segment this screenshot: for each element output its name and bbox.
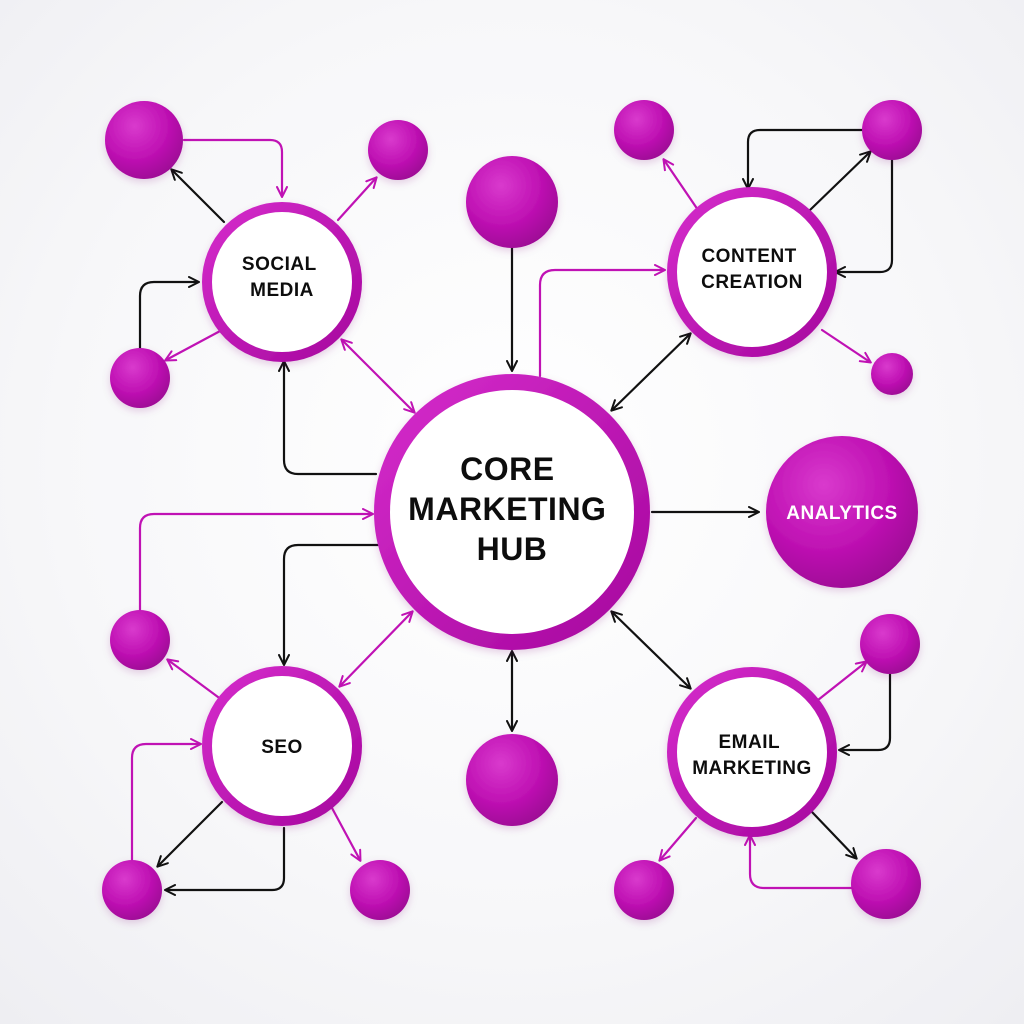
email-marketing-label-line2: MARKETING [692, 758, 812, 779]
svg-text:ANALYTICS: ANALYTICS [786, 503, 897, 524]
connector-content-to-topright [808, 150, 872, 212]
dot-email-bottomright [851, 849, 921, 919]
dot-email-topright [860, 614, 920, 674]
dot-content-small [871, 353, 913, 395]
connector-hub-seo-bidir [338, 610, 414, 688]
dot-seo-bottomleft [102, 860, 162, 920]
node-analytics: ANALYTICS [766, 436, 918, 588]
node-email-marketing: EMAIL MARKETING [667, 667, 837, 837]
social-media-label-line2: MEDIA [250, 280, 314, 301]
dot-hub-top [466, 156, 558, 248]
node-seo: SEO [202, 666, 362, 826]
svg-text:CORE MARKETING HUB: CORE MARKETING HUB [408, 451, 616, 567]
dot-social-bottomleft [110, 348, 170, 408]
connector-hub-to-social [278, 360, 378, 476]
connector-hub-email-bidir [610, 610, 692, 690]
hub-label-line3: HUB [477, 531, 548, 567]
svg-text:EMAIL MARKETING: EMAIL MARKETING [692, 732, 812, 779]
seo-label: SEO [261, 737, 303, 758]
connector-hub-content-bidir [610, 332, 692, 412]
email-marketing-label-line1: EMAIL [718, 732, 780, 753]
svg-text:CONTENT CREATION: CONTENT CREATION [701, 246, 803, 293]
connector-bottomright-to-email [744, 834, 854, 890]
connector-social-to-bottomleft [164, 328, 224, 362]
connector-small-dot-to-social [138, 276, 200, 352]
connector-social-to-topright [336, 176, 378, 222]
hub-label-line1: CORE [460, 451, 554, 487]
connector-content-to-small [820, 328, 872, 364]
connector-content-to-topleft [662, 158, 700, 212]
content-creation-label-line1: CONTENT [701, 246, 796, 267]
connector-email-to-bottomleft [658, 816, 698, 862]
connector-seo-loop-bottom [164, 826, 286, 896]
connector-social-to-topleft [170, 168, 226, 224]
dot-email-bottomleft [614, 860, 674, 920]
svg-text:SOCIAL MEDIA: SOCIAL MEDIA [242, 254, 322, 301]
dot-social-topright [368, 120, 428, 180]
connector-email-to-bottomright [810, 810, 858, 860]
dot-hub-bottom [466, 734, 558, 826]
connector-topright-loop [834, 158, 894, 278]
dot-social-topleft [105, 101, 183, 179]
connector-email-to-topright [816, 660, 868, 702]
dot-seo-left [110, 610, 170, 670]
hub-label-line2: MARKETING [408, 491, 606, 527]
connector-topright-to-email [838, 672, 892, 756]
dot-seo-bottomright [350, 860, 410, 920]
connectors [130, 128, 894, 896]
connector-seo-to-bottomleft [156, 800, 224, 868]
connector-left-dot-to-hub [138, 508, 374, 614]
analytics-label: ANALYTICS [786, 503, 897, 524]
connector-topright-to-content [742, 128, 864, 190]
node-core-marketing-hub: CORE MARKETING HUB [374, 374, 650, 650]
satellite-dots [102, 100, 922, 920]
connector-social-big-dot [182, 138, 288, 198]
node-content-creation: CONTENT CREATION [667, 187, 837, 357]
connector-bottomleft-to-seo [130, 738, 202, 862]
connector-seo-to-bottomright [330, 806, 362, 862]
connector-hub-to-content [538, 264, 666, 378]
connector-hub-to-seo [278, 543, 380, 666]
dot-content-topright [862, 100, 922, 160]
dot-content-topleft [614, 100, 674, 160]
connector-seo-to-left-dot [166, 658, 224, 702]
connector-hub-social-bidir [340, 338, 416, 414]
social-media-label-line1: SOCIAL [242, 254, 317, 275]
svg-text:SEO: SEO [261, 737, 303, 758]
node-social-media: SOCIAL MEDIA [202, 202, 362, 362]
content-creation-label-line2: CREATION [701, 272, 803, 293]
